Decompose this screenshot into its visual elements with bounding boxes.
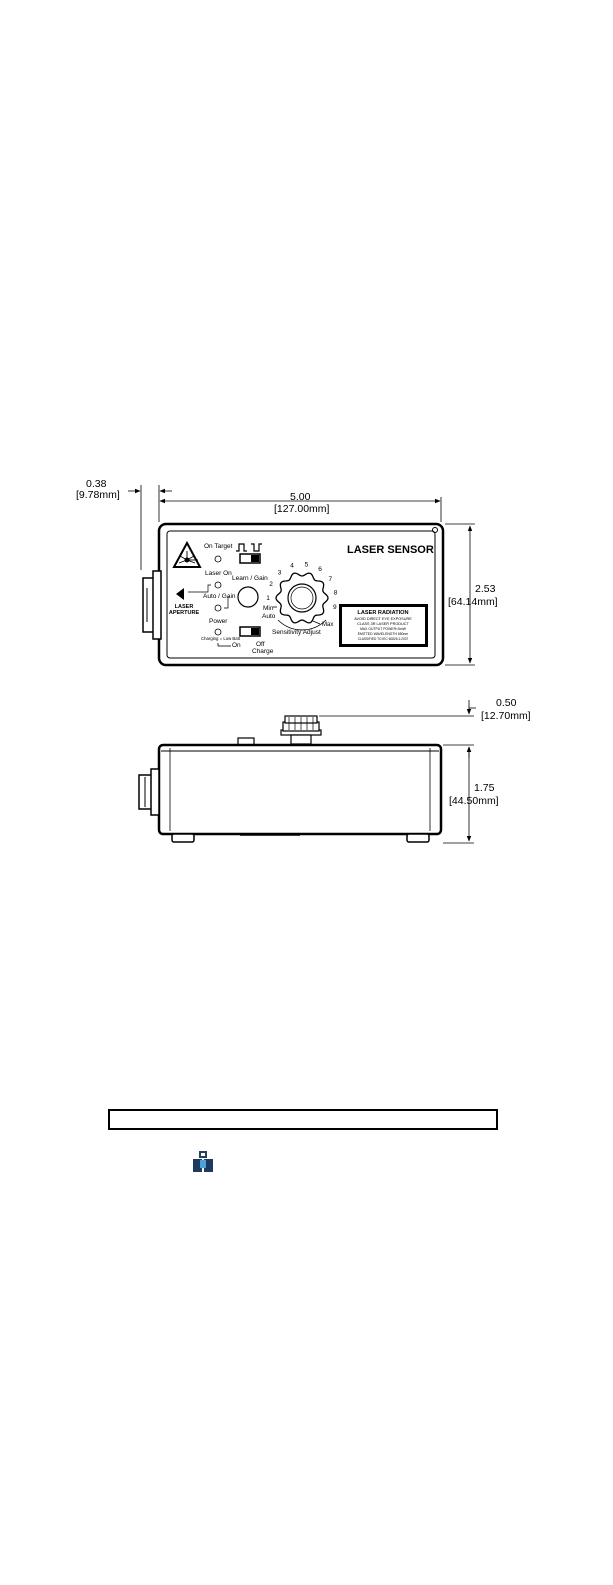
dial-number: 6 — [318, 566, 322, 573]
aperture-label-line1: LASER — [175, 604, 194, 610]
warning-line-4: EMITTED WAVELENGTH 650nm — [358, 632, 409, 636]
laser-sensor-drawing: LASER APERTURE On Target Laser On Auto /… — [76, 478, 531, 844]
knob-dim-mm: [12.70mm] — [481, 710, 531, 722]
auto-label: Auto — [262, 613, 276, 620]
sensitivity-adjust-label: Sensitivity Adjust — [272, 629, 321, 636]
laser-on-label: Laser On — [205, 570, 232, 577]
dial-number: 5 — [305, 561, 309, 568]
learn-gain-button — [237, 586, 259, 608]
dial-number: 4 — [290, 563, 294, 570]
min-label: Min — [263, 605, 274, 612]
screw-icon — [432, 527, 438, 533]
side-view — [138, 715, 443, 843]
power-switch — [239, 626, 261, 637]
foot-left — [171, 833, 195, 843]
height-dim-mm: [64.14mm] — [448, 596, 498, 608]
laser-warning-label: LASER RADIATION AVOID DIRECT EYE EXPOSUR… — [339, 604, 428, 647]
width-dim-mm: [127.00mm] — [274, 503, 330, 515]
dial-number: 7 — [328, 576, 332, 583]
power-label: Power — [209, 618, 228, 625]
on-target-led — [214, 555, 222, 563]
learn-gain-label: Learn / Gain — [232, 575, 268, 582]
charge-label: Charge — [252, 648, 274, 655]
on-target-label: On Target — [204, 543, 233, 550]
connector-side — [138, 768, 160, 816]
side-knob — [280, 715, 322, 745]
knob-dim-in: 0.50 — [496, 697, 517, 709]
height-dim-in: 2.53 — [475, 583, 496, 595]
auto-gain-led — [214, 604, 222, 612]
dial-center — [287, 583, 317, 613]
width-dim-in: 5.00 — [290, 491, 311, 503]
on-label: On — [232, 642, 241, 649]
laser-on-led — [214, 581, 222, 589]
laser-sensor-title: LASER SENSOR — [347, 544, 434, 556]
pulse-icon — [236, 543, 247, 552]
auto-gain-label: Auto / Gain — [203, 593, 236, 600]
warning-line-2: CLASS 3R LASER PRODUCT — [357, 622, 409, 626]
max-label: Max — [322, 622, 333, 628]
foot-right — [406, 833, 430, 843]
off-label: Off — [256, 641, 265, 648]
warning-line-3: MAX OUTPUT POWER<5mW — [360, 627, 407, 631]
offset-dim-mm: [9.78mm] — [76, 489, 120, 501]
aperture-arrow-icon — [176, 588, 184, 600]
connector-top — [142, 570, 162, 640]
top-view: LASER APERTURE On Target Laser On Auto /… — [142, 522, 445, 667]
dial-number: 8 — [334, 590, 338, 597]
dial-number: 9 — [333, 604, 337, 611]
dial-number: 1 — [266, 595, 270, 602]
warning-line-1: AVOID DIRECT EYE EXPOSURE — [354, 617, 412, 621]
dial-number: 3 — [278, 569, 282, 576]
laser-hazard-icon — [172, 540, 202, 568]
warning-line-5: CLASSIFIED TO IEC 60825-1:2007 — [358, 637, 409, 641]
sensitivity-dial — [275, 572, 329, 631]
warning-title: LASER RADIATION — [357, 610, 408, 616]
aperture-label-line2: APERTURE — [169, 610, 200, 616]
inverted-pulse-icon — [251, 543, 262, 552]
depth-dim-mm: [44.50mm] — [449, 795, 499, 807]
power-led — [214, 628, 222, 636]
side-view-dimensions: 0.50 [12.70mm] 1.75 [44.50mm] — [319, 697, 531, 844]
app-logo-icon — [193, 1151, 213, 1172]
blank-input-bar[interactable] — [108, 1109, 498, 1130]
offset-dim-in: 0.38 — [86, 478, 107, 490]
output-mode-switch — [239, 553, 261, 564]
sensor-panel-inner — [166, 530, 436, 659]
top-view-dimensions: 0.38 [9.78mm] 5.00 [127.00mm] 2.53 [64.1… — [76, 478, 498, 666]
depth-dim-in: 1.75 — [474, 782, 495, 794]
charging-status-label: Charging = Low Batt — [201, 636, 241, 641]
side-body-outline — [157, 743, 443, 836]
dial-number: 2 — [269, 581, 273, 588]
